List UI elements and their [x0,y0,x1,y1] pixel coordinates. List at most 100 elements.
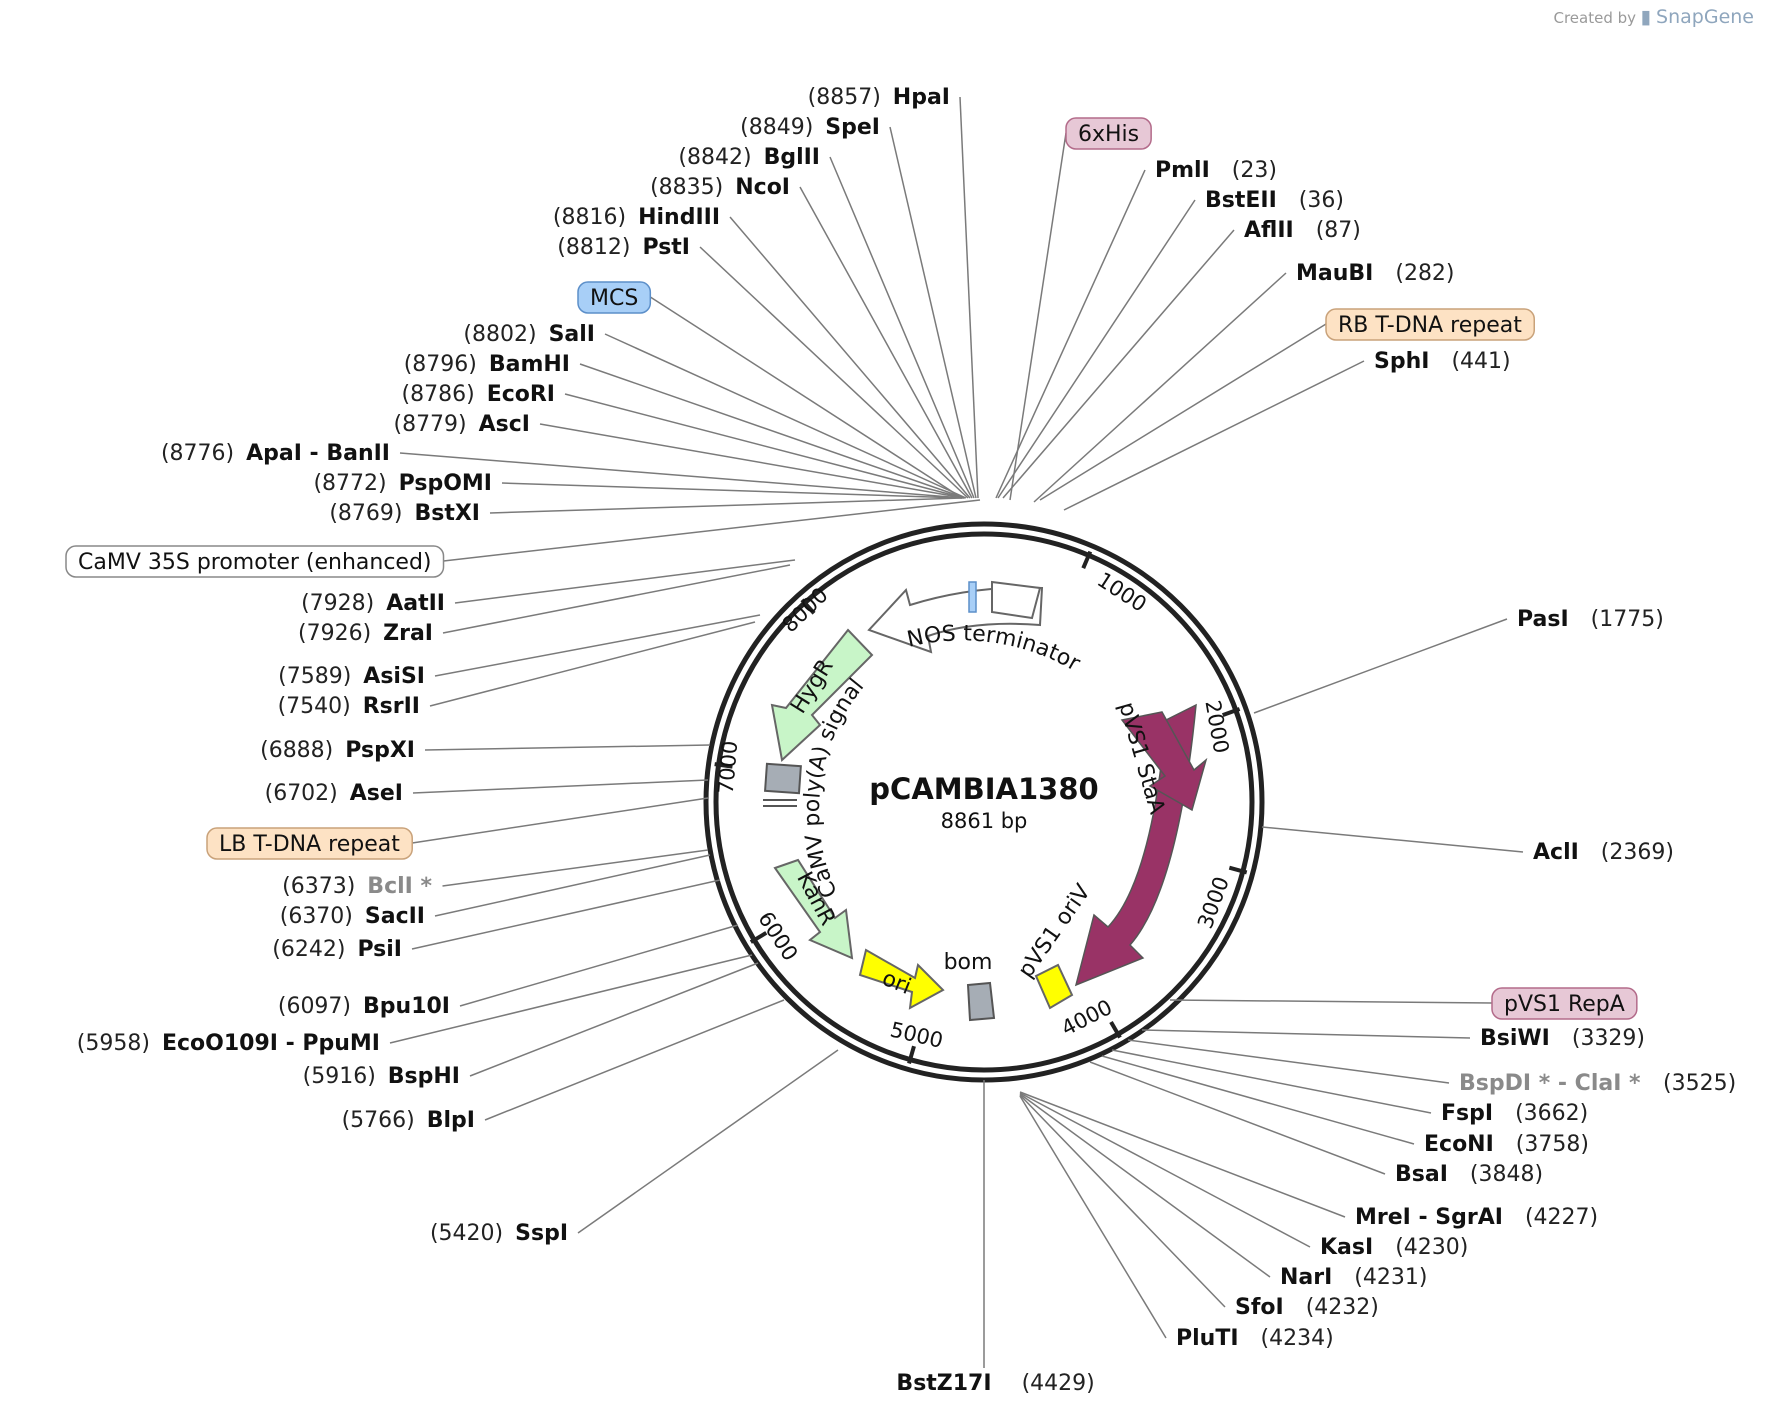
site-position: (6888) [260,738,333,763]
site-bsiwi[interactable]: BsiWI(3329) [1480,1026,1645,1051]
site-bamhi[interactable]: BamHI(8796) [404,352,570,377]
site-name: BglII [764,145,820,170]
site-aatii[interactable]: AatII(7928) [301,591,445,616]
site-name: SphI [1374,349,1429,374]
site-ncoi[interactable]: NcoI(8835) [650,175,790,200]
site-name: PmlI [1155,158,1210,183]
site-econi[interactable]: EcoNI(3758) [1424,1132,1589,1157]
site-bcli[interactable]: BclI *(6373) [282,874,432,899]
leader-line [649,296,963,499]
leader-line [469,962,759,1077]
leader-line [799,186,973,499]
feature-bom[interactable]: bom [944,950,996,1022]
site-position: (4231) [1354,1265,1427,1290]
site-fspi[interactable]: FspI(3662) [1441,1101,1588,1126]
callout-box [1065,117,1152,150]
tick-mark [749,931,768,944]
site-name: AscI [479,412,530,437]
leader-line [1169,999,1493,1004]
site-aflii[interactable]: AflII(87) [1244,218,1361,243]
callout-rb-t-dna-repeat[interactable]: RB T-DNA repeat [1325,308,1535,341]
tick-mark [714,762,733,769]
feature-ori[interactable]: ori [858,948,945,1010]
site-mrei[interactable]: MreI - SgrAI(4227) [1355,1205,1598,1230]
site-bsphi[interactable]: BspHI(5916) [303,1064,460,1089]
site-position: (1775) [1591,607,1664,632]
site-asci[interactable]: AscI(8779) [393,412,530,437]
callout-mcs[interactable]: MCS [577,281,652,314]
site-acli[interactable]: AclI(2369) [1533,840,1674,865]
feature-nos-terminator[interactable]: NOS terminator [867,586,1085,677]
leader-line [1101,1055,1415,1145]
site-name: AseI [350,781,403,806]
site-hpai[interactable]: HpaI(8857) [808,85,950,110]
feature-pvs1-staa[interactable]: pVS1 StaA [1074,699,1208,987]
leader-line [699,246,969,499]
site-position: (4429) [1022,1371,1095,1396]
leader-line [1127,1039,1450,1084]
watermark-prefix: Created by [1553,9,1637,27]
feature-pvs1-oriv[interactable]: pVS1 oriV [1014,880,1096,1010]
site-bstxi[interactable]: BstXI(8769) [329,501,480,526]
site-spei[interactable]: SpeI(8849) [740,115,880,140]
site-position: (8835) [650,175,723,200]
site-name: SalI [549,322,595,347]
site-apai[interactable]: ApaI - BanII(8776) [161,441,390,466]
site-bspdi[interactable]: BspDI * - ClaI *(3525) [1459,1071,1736,1096]
site-psti[interactable]: PstI(8812) [557,235,690,260]
site-pmli[interactable]: PmlI(23) [1155,158,1277,183]
site-psii[interactable]: PsiI(6242) [272,937,402,962]
site-position: (8786) [402,382,475,407]
site-name: RsrII [363,694,420,719]
site-name: BsiWI [1480,1026,1550,1051]
site-bstz17i[interactable]: BstZ17I(4429) [896,1371,1094,1396]
site-pspomi[interactable]: PspOMI(8772) [313,471,492,496]
site-position: (5766) [342,1108,415,1133]
leader-line [1009,132,1067,501]
site-name: BamHI [489,352,570,377]
site-rsrii[interactable]: RsrII(7540) [278,694,420,719]
site-maubi[interactable]: MauBI(282) [1296,261,1455,286]
site-bpu10i[interactable]: Bpu10I(6097) [278,994,450,1019]
callout-6xhis[interactable]: 6xHis [1065,117,1152,150]
site-position: (7589) [278,664,351,689]
site-sfoi[interactable]: SfoI(4232) [1235,1295,1379,1320]
site-asei[interactable]: AseI(6702) [265,781,403,806]
leader-line [501,482,963,499]
site-name: BstXI [414,501,480,526]
callout-label: pVS1 RepA [1504,992,1625,1017]
leader-line [1019,1095,1167,1339]
site-name: EcoRI [487,382,555,407]
tick-mark [1081,550,1093,569]
site-sacii[interactable]: SacII(6370) [280,904,425,929]
site-kasi[interactable]: KasI(4230) [1320,1235,1468,1260]
rb-tdna-box [991,580,1042,620]
leader-line [489,497,963,514]
leader-line [1019,1093,1271,1278]
callout-lb-t-dna-repeat[interactable]: LB T-DNA repeat [206,827,413,860]
site-sspi[interactable]: SspI(5420) [430,1221,568,1246]
site-blpi[interactable]: BlpI(5766) [342,1108,475,1133]
tick-label: 3000 [1193,873,1234,931]
site-bsai[interactable]: BsaI(3848) [1395,1162,1543,1187]
site-bglii[interactable]: BglII(8842) [678,145,820,170]
callout-label: MCS [590,286,638,311]
leader-line [1141,1029,1471,1039]
site-sali[interactable]: SalI(8802) [463,322,595,347]
site-sphi[interactable]: SphI(441) [1374,349,1511,374]
callout-pvs1-repa[interactable]: pVS1 RepA [1491,987,1638,1020]
site-pluti[interactable]: PluTI(4234) [1176,1326,1334,1351]
site-bsteii[interactable]: BstEII(36) [1205,188,1344,213]
site-ecoo109i[interactable]: EcoO109I - PpuMI(5958) [77,1031,380,1056]
site-hindiii[interactable]: HindIII(8816) [553,205,720,230]
site-pasi[interactable]: PasI(1775) [1517,607,1664,632]
site-pspxi[interactable]: PspXI(6888) [260,738,415,763]
leader-line [412,779,709,794]
leader-line [411,879,721,950]
site-ecori[interactable]: EcoRI (8786) [402,382,555,407]
site-zrai[interactable]: ZraI(7926) [298,621,433,646]
callout-camv-35s-promoter-enhanced[interactable]: CaMV 35S promoter (enhanced) [65,545,445,578]
site-nari[interactable]: NarI(4231) [1280,1265,1427,1290]
site-name: MreI - SgrAI [1355,1205,1503,1230]
site-asisi[interactable]: AsiSI(7589) [278,664,425,689]
